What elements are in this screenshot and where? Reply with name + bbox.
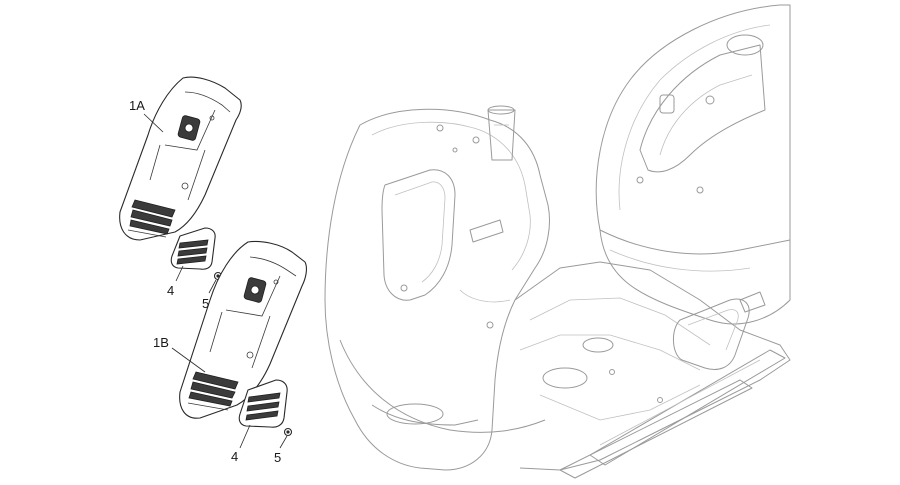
part-5-bottom-screw: [283, 427, 293, 437]
leader-5-bottom: [279, 435, 288, 449]
leader-4-bottom: [239, 424, 251, 449]
callout-5-bottom: 5: [274, 450, 282, 465]
callout-1a: 1A: [129, 98, 145, 113]
leader-lines: [143, 113, 288, 449]
part-1a-center-cover: [119, 76, 242, 241]
leader-4-top: [175, 265, 184, 282]
leader-5-top: [208, 279, 217, 294]
callout-4-bottom: 4: [231, 449, 239, 464]
scooter-frame-drawing: [324, 4, 791, 479]
part-4-bottom-mat: [238, 379, 288, 428]
part-4-top-mat: [170, 227, 216, 270]
leader-1b: [171, 347, 206, 373]
part-1b-center-cover: [179, 240, 307, 419]
leader-1a: [143, 113, 164, 133]
callout-4-top: 4: [167, 283, 175, 298]
callout-5-top: 5: [202, 296, 210, 311]
callout-1b: 1B: [153, 335, 169, 350]
